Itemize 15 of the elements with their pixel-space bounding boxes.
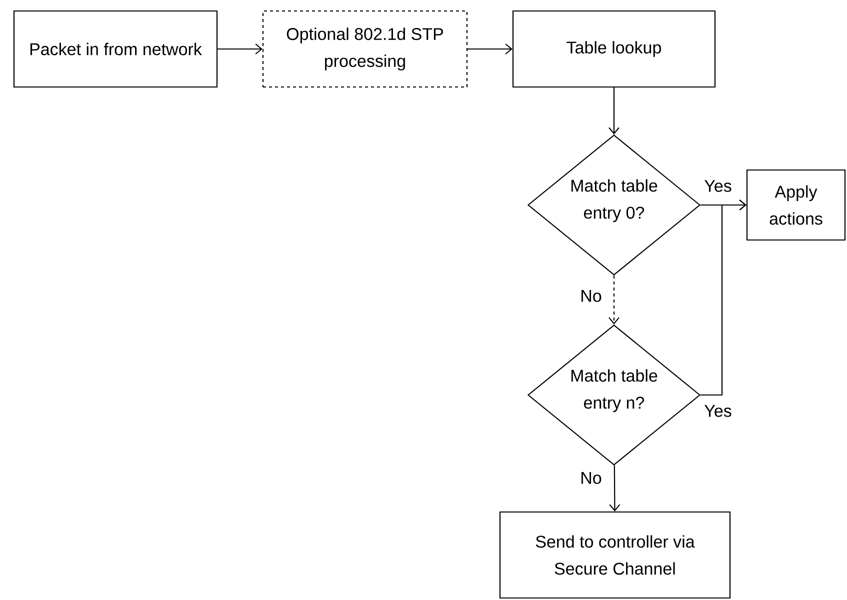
arrow xyxy=(218,44,262,54)
process-box: Apply actions xyxy=(746,169,846,241)
arrow xyxy=(608,88,620,134)
process-box: Packet in from network xyxy=(13,10,218,88)
arrow xyxy=(609,465,620,512)
arrow xyxy=(700,200,746,396)
edge-label: No xyxy=(582,290,602,302)
edge-label: No xyxy=(582,472,602,484)
edge-label: Yes xyxy=(704,405,732,417)
arrow xyxy=(608,276,620,324)
edge-label: Yes xyxy=(704,180,732,192)
process-box: Send to controller via Secure Channel xyxy=(499,511,731,599)
process-box: Table lookup xyxy=(512,10,716,88)
optional-process-box: Optional 802.1d STP processing xyxy=(262,10,468,88)
arrow xyxy=(468,44,512,54)
